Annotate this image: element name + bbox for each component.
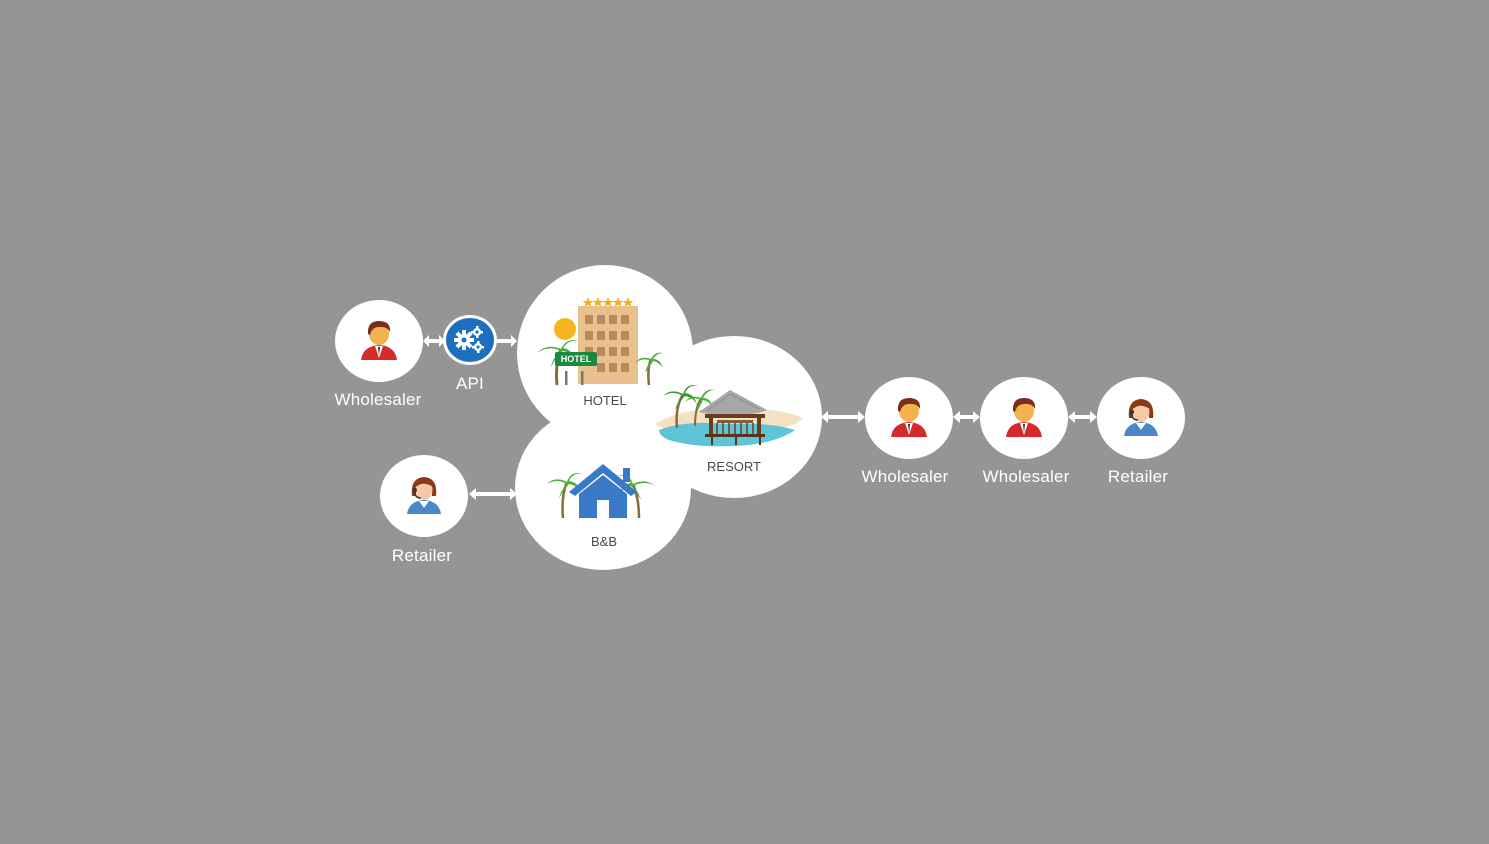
- businessman-icon: [1004, 395, 1044, 437]
- hotel-building-icon: HOTEL: [533, 293, 663, 388]
- beach-resort-icon: [655, 378, 805, 454]
- hotel-label: HOTEL: [583, 393, 627, 408]
- arrow-wholesaler-retailer: [1068, 410, 1097, 424]
- resort-label: RESORT: [707, 459, 761, 474]
- hotel-sign-text: HOTEL: [560, 354, 592, 364]
- api-label: API: [455, 374, 484, 393]
- businessman-icon: [889, 395, 929, 437]
- wholesaler-left-label: Wholesaler: [334, 390, 422, 409]
- wholesaler-right-2-label: Wholesaler: [982, 467, 1070, 486]
- call-center-woman-icon: [1122, 396, 1160, 436]
- house-icon: [545, 460, 657, 522]
- arrow-api-hotel: [497, 334, 517, 348]
- wholesaler-right-1-label: Wholesaler: [861, 467, 949, 486]
- retailer-left-label: Retailer: [391, 546, 453, 565]
- gears-icon: [442, 314, 498, 366]
- businessman-icon: [359, 318, 399, 360]
- call-center-woman-icon: [405, 474, 443, 514]
- retailer-right-label: Retailer: [1107, 467, 1169, 486]
- arrow-wholesaler-wholesaler: [953, 410, 980, 424]
- arrow-resort-wholesaler: [821, 410, 865, 424]
- bnb-label: B&B: [590, 534, 617, 549]
- arrow-wholesaler-api: [423, 334, 445, 348]
- arrow-retailer-bnb: [469, 487, 517, 501]
